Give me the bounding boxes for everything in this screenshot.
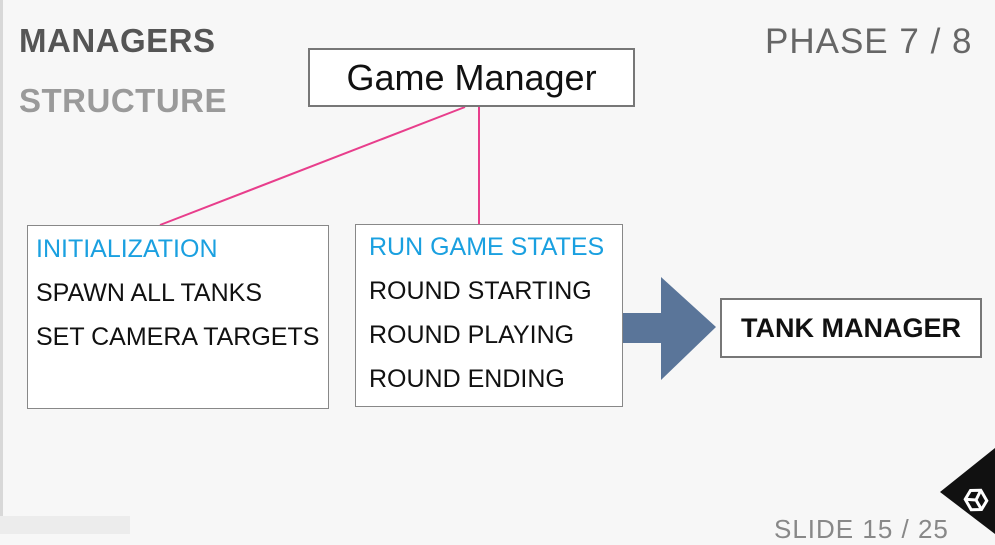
game-state-item: ROUND STARTING	[369, 277, 592, 305]
tank-manager-box: TANK MANAGER	[720, 298, 982, 358]
initialization-box: INITIALIZATION SPAWN ALL TANKS SET CAMER…	[27, 225, 329, 409]
connector-to-initialization	[159, 106, 466, 226]
footer-fade	[0, 516, 130, 534]
run-game-states-box: RUN GAME STATES ROUND STARTING ROUND PLA…	[355, 224, 623, 407]
initialization-item: SPAWN ALL TANKS	[36, 279, 263, 307]
phase-indicator: PHASE 7 / 8	[765, 22, 973, 61]
game-state-item: ROUND ENDING	[369, 365, 565, 393]
run-game-states-heading: RUN GAME STATES	[369, 233, 605, 261]
slide-number: SLIDE 15 / 25	[774, 514, 949, 544]
game-state-item: ROUND PLAYING	[369, 321, 575, 349]
flow-arrow	[623, 277, 716, 380]
diagram-connectors	[159, 106, 716, 380]
slide-left-edge	[0, 0, 3, 534]
slide-title-line1: MANAGERS	[19, 22, 216, 59]
slide-title-line2: STRUCTURE	[19, 82, 227, 119]
unity-logo-icon	[940, 448, 995, 534]
initialization-item: SET CAMERA TARGETS	[36, 323, 320, 351]
game-manager-box: Game Manager	[308, 48, 635, 107]
initialization-heading: INITIALIZATION	[36, 235, 218, 263]
